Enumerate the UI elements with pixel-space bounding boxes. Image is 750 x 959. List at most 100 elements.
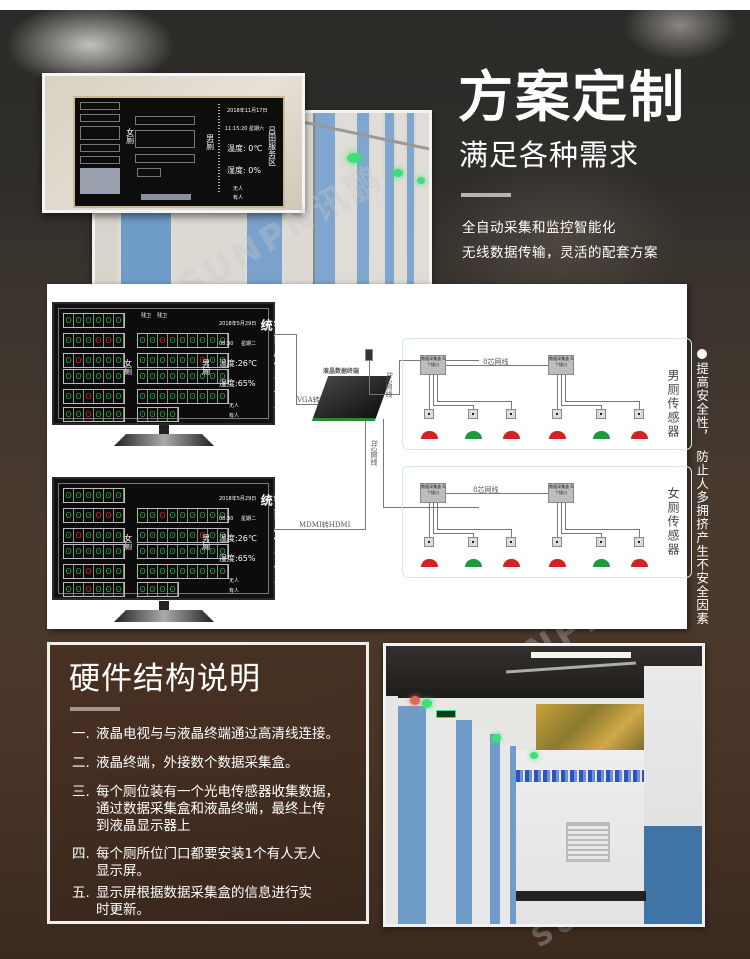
display-date: 2018年5月29日: [219, 321, 257, 327]
status-lamp-green: [593, 431, 610, 439]
hardware-item-2: 二.液晶终端，外接数个数据采集盒。: [72, 755, 299, 771]
lcd-data-terminal: [311, 376, 392, 421]
red-indicator-light: [410, 696, 420, 705]
hardware-item-4: 四.每个厕所位门口都要安装1个有人无人显示屏。: [72, 846, 321, 879]
display-time: 11:15:20 星期六: [225, 126, 265, 132]
green-indicator-light: [530, 752, 538, 759]
female-label: 女厕: [125, 128, 135, 144]
photoelectric-sensor: [468, 409, 478, 419]
divider: [70, 707, 120, 711]
occupied-label: 有人: [229, 588, 240, 594]
network-label: 8芯网线: [370, 440, 378, 466]
terminal-label: 液晶数据终端: [323, 368, 360, 375]
display-temperature: 温度: 0℃: [227, 144, 263, 153]
led-sign: [436, 710, 456, 718]
male-label: 男厕: [201, 534, 211, 550]
female-label: 女厕: [123, 359, 133, 375]
side-note-line2: 防止人多拥挤产生不安全因素: [694, 450, 710, 626]
group-label-women: 女厕传感器: [666, 487, 680, 557]
side-note-line1: 提高安全性，: [694, 362, 710, 443]
display-date: 2018年5月29日: [219, 496, 257, 502]
status-lamp-red: [421, 431, 438, 439]
status-lamp-red: [549, 559, 566, 567]
data-collector: 数据采集盒 8个接口: [420, 355, 446, 375]
display-temperature: 温度:26℃: [219, 359, 257, 368]
display-time: 08:30: [219, 341, 234, 347]
hero-subtitle: 满足各种需求: [459, 138, 640, 172]
page-background: 女厕 男厕 2018年11月17日 11:15:20 星期六 温度: 0℃ 湿度…: [0, 10, 750, 959]
sensor-group-women: 数据采集盒 8个接口 数据采集盒 8个接口 8芯网线 女厕传感器: [402, 466, 692, 578]
system-title: 智能厕位引导系统: [259, 494, 287, 585]
location-label: 吕田服务区: [267, 126, 277, 166]
status-lamp-red: [503, 431, 520, 439]
green-indicator-light: [422, 699, 432, 708]
display-time: 08:30: [219, 516, 234, 522]
restroom-interior-photo: [383, 643, 705, 927]
display-temperature: 温度:26℃: [219, 534, 257, 543]
female-label: 女厕: [123, 534, 133, 550]
display-humidity: 湿度:65%: [219, 379, 256, 388]
status-lamp-green: [465, 431, 482, 439]
bullet-dot: [697, 349, 707, 359]
male-label: 男厕: [201, 359, 211, 375]
feature-1: 全自动采集和监控智能化: [462, 220, 616, 236]
display-weekday: 星期二: [241, 341, 257, 347]
vacant-label: 无人: [229, 403, 240, 409]
occupied-label: 有人: [233, 195, 244, 201]
photoelectric-sensor: [552, 537, 562, 547]
green-indicator-light: [347, 153, 361, 163]
display-date: 2018年11月17日: [227, 108, 268, 114]
green-indicator-light: [492, 734, 501, 742]
status-lamp-red: [549, 431, 566, 439]
photoelectric-sensor: [634, 537, 644, 547]
photoelectric-sensor: [552, 409, 562, 419]
vacant-label: 无人: [229, 578, 240, 584]
tv-screen: 女厕 男厕 2018年11月17日 11:15:20 星期六 温度: 0℃ 湿度…: [73, 96, 285, 208]
display-weekday: 星期二: [241, 516, 257, 522]
feature-2: 无线数据传输，灵活的配套方案: [462, 245, 658, 261]
display-humidity: 湿度: 0%: [227, 166, 261, 175]
hardware-description-panel: 硬件结构说明 一.液晶电视与与液晶终端通过高清线连接。 二.液晶终端，外接数个数…: [47, 642, 369, 924]
photoelectric-sensor: [506, 409, 516, 419]
display-humidity: 湿度:65%: [219, 554, 256, 563]
status-lamp-red: [631, 559, 648, 567]
status-lamp-green: [593, 559, 610, 567]
photoelectric-sensor: [468, 537, 478, 547]
data-collector: 数据采集盒 8个接口: [420, 483, 446, 503]
data-collector: 数据采集盒 8个接口: [548, 483, 574, 503]
hardware-title: 硬件结构说明: [69, 661, 261, 697]
ceiling-light: [531, 652, 631, 658]
tv-display-photo: 女厕 男厕 2018年11月17日 11:15:20 星期六 温度: 0℃ 湿度…: [42, 73, 305, 213]
occupied-label: 有人: [229, 413, 240, 419]
photoelectric-sensor: [596, 537, 606, 547]
vacant-label: 无人: [233, 186, 244, 192]
hardware-item-1: 一.液晶电视与与液晶终端通过高清线连接。: [72, 726, 339, 742]
photoelectric-sensor: [424, 537, 434, 547]
green-indicator-light: [393, 169, 403, 177]
collector-box-icon: [365, 349, 373, 361]
system-title: 智能厕位引导系统: [259, 319, 287, 410]
data-collector: 数据采集盒 8个接口: [548, 355, 574, 375]
group-label-men: 男厕传感器: [666, 369, 680, 439]
hardware-item-5: 五.显示屏根据数据采集盒的信息进行实时更新。: [72, 885, 312, 918]
status-lamp-red: [503, 559, 520, 567]
status-lamp-red: [421, 559, 438, 567]
network-label: 8芯网线: [385, 372, 393, 398]
cable-label-hdmi: MDMI转HDMI: [299, 521, 351, 529]
photoelectric-sensor: [424, 409, 434, 419]
photoelectric-sensor: [596, 409, 606, 419]
status-lamp-green: [465, 559, 482, 567]
photoelectric-sensor: [634, 409, 644, 419]
male-label: 男厕: [205, 134, 215, 150]
green-indicator-light: [417, 177, 425, 184]
air-vent: [566, 822, 610, 862]
sensor-group-men: 数据采集盒 8个接口 数据采集盒 8个接口 8芯网线 男厕传感器: [402, 338, 692, 450]
divider: [461, 193, 511, 197]
status-lamp-red: [631, 431, 648, 439]
hero-title: 方案定制: [458, 65, 687, 129]
hardware-item-3: 三.每个厕位装有一个光电传感器收集数据，通过数据采集盒和液晶终端，最终上传到液晶…: [72, 784, 339, 834]
photoelectric-sensor: [506, 537, 516, 547]
